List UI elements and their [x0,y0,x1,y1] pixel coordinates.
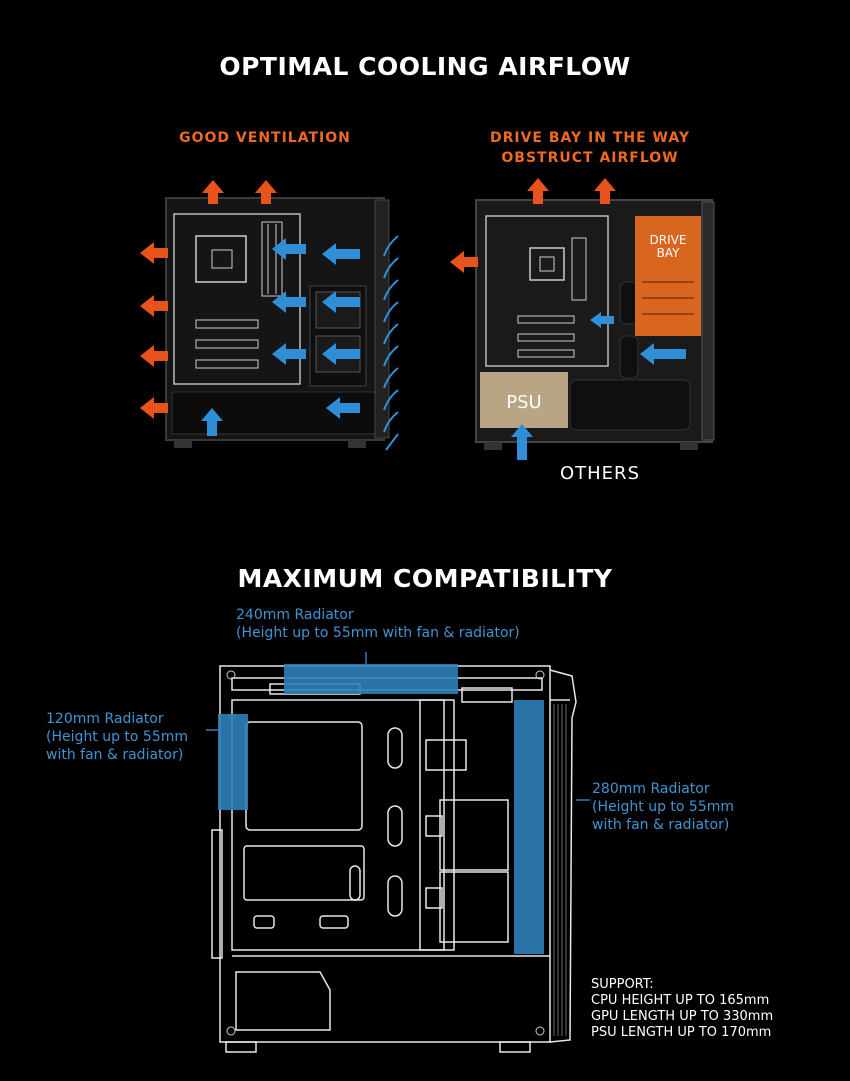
rad240-zone [284,664,458,694]
support-cpu-height: CPU HEIGHT UP TO 165mm [591,993,770,1008]
others-label: OTHERS [559,463,640,484]
rad120-zone [218,714,248,810]
drive-bay-label-line2: BAY [656,246,680,260]
rad240-label: 240mm Radiator (Height up to 55mm with f… [236,606,520,642]
good-intake-arrows [201,238,360,436]
compat-motherboard-tray [231,699,455,951]
good-pcie-slot-1 [195,319,259,329]
bad-intake-arrow-front [640,343,686,365]
rad280-label: 280mm Radiator (Height up to 55mm with f… [592,780,734,834]
good-intake-arrow-6 [322,343,360,365]
bad-motherboard [485,215,609,367]
rad240-label-line2: (Height up to 55mm with fan & radiator) [236,625,520,641]
good-exhaust-arrow-rear-4 [140,397,168,419]
bad-exhaust-arrow-rear [450,251,478,273]
good-intake-arrow-7 [326,397,360,419]
good-exhaust-arrow-rear-3 [140,345,168,367]
good-exhaust-arrow-rear-1 [140,242,168,264]
support-title: SUPPORT: [591,977,654,992]
bad-exhaust-arrow-top-2 [594,178,616,204]
rad120-label-line1: 120mm Radiator [46,711,164,727]
good-intake-arrow-1 [272,238,306,260]
bad-ram-slots [571,237,587,301]
support-specs: SUPPORT: CPU HEIGHT UP TO 165mm GPU LENG… [591,977,773,1041]
bad-case-front-panel [701,201,715,441]
good-cpu-socket [195,235,247,283]
good-case-feet-right [348,440,366,448]
rad280-label-line2: (Height up to 55mm [592,799,734,815]
good-ventilation-label: GOOD VENTILATION [179,130,351,146]
drive-bay-box [635,216,701,336]
bad-exhaust-arrows [450,178,616,273]
drive-bay-label-line1: DRIVE [649,233,687,247]
rad280-label-line3: with fan & radiator) [592,817,730,833]
good-exhaust-arrow-rear-2 [140,295,168,317]
good-ram-slots [261,221,283,297]
good-front-flow-lines [383,235,399,451]
good-intake-arrow-4 [322,291,360,313]
good-pcie-slot-3 [195,359,259,369]
good-pcie-slot-2 [195,339,259,349]
bad-intake-arrow-bottom [511,424,533,460]
rad240-label-line1: 240mm Radiator [236,607,354,623]
compat-title: MAXIMUM COMPATIBILITY [237,564,613,593]
bad-intake-arrows [511,312,686,460]
rad280-zone [514,700,544,954]
bad-airflow-label-line1: DRIVE BAY IN THE WAY [489,130,690,146]
airflow-title: OPTIMAL COOLING AIRFLOW [219,52,631,81]
psu-label: PSU [506,392,542,413]
compat-cpu-cutout [245,721,363,831]
rad280-label-line1: 280mm Radiator [592,781,710,797]
bad-pcie-slot-2 [517,333,575,342]
bad-airflow-label: DRIVE BAY IN THE WAY OBSTRUCT AIRFLOW [470,128,710,168]
good-intake-arrow-3 [272,291,306,313]
rad120-label: 120mm Radiator (Height up to 55mm with f… [46,710,188,764]
good-intake-arrow-2 [322,243,360,265]
bad-exhaust-arrow-top-1 [527,178,549,204]
good-exhaust-arrow-top-2 [255,180,277,204]
drive-bay-label: DRIVE BAY [635,234,701,260]
good-case-feet-left [174,440,192,448]
good-exhaust-arrow-top-1 [202,180,224,204]
good-cpu-socket-inner [211,249,233,269]
support-psu-length: PSU LENGTH UP TO 170mm [591,1025,772,1040]
bad-intake-arrow-inner [590,312,614,328]
support-gpu-length: GPU LENGTH UP TO 330mm [591,1009,774,1024]
compat-front-bezel [549,669,577,1043]
psu-box [480,372,568,428]
rad120-label-line3: with fan & radiator) [46,747,184,763]
good-intake-arrow-5 [272,343,306,365]
good-case-front-panel [374,199,390,439]
good-intake-arrow-bottom [201,408,223,436]
bad-cpu-socket [529,247,565,281]
rad120-label-line2: (Height up to 55mm [46,729,188,745]
good-exhaust-arrows [140,180,277,419]
bad-airflow-label-line2: OBSTRUCT AIRFLOW [501,150,679,166]
bad-pcie-slot-3 [517,349,575,358]
bad-pcie-slot-1 [517,315,575,324]
